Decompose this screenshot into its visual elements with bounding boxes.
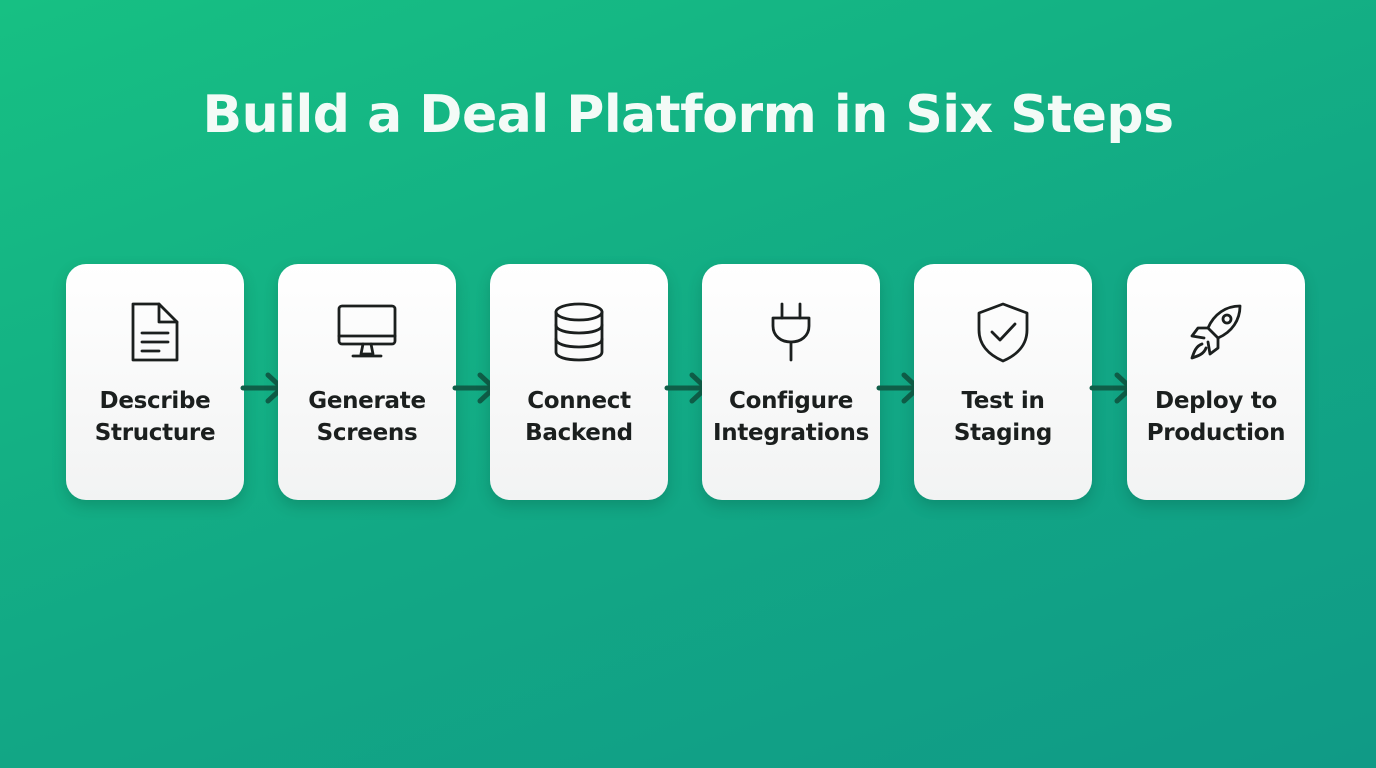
step-label-line2: Structure [94, 420, 216, 446]
step-label-line2: Staging [953, 420, 1053, 446]
step-card-describe-structure: Describe Structure [66, 264, 244, 500]
step-card-generate-screens: Generate Screens [278, 264, 456, 500]
page-title: Build a Deal Platform in Six Steps [202, 85, 1174, 145]
step-label: Describe Structure [66, 385, 244, 449]
database-icon [549, 300, 609, 364]
step-label-line1: Describe [99, 388, 211, 414]
rocket-icon [1186, 300, 1246, 364]
step-label: Test in Staging [914, 385, 1092, 449]
step-label-line2: Backend [525, 420, 633, 446]
step-card-configure-integrations: Configure Integrations [702, 264, 880, 500]
step-card-connect-backend: Connect Backend [490, 264, 668, 500]
step-label-line1: Test in [961, 388, 1045, 414]
step-label: Deploy to Production [1127, 385, 1305, 449]
step-label-line1: Generate [308, 388, 426, 414]
document-icon [125, 300, 185, 364]
step-label-line1: Connect [527, 388, 631, 414]
step-card-test-in-staging: Test in Staging [914, 264, 1092, 500]
step-label: Connect Backend [490, 385, 668, 449]
step-label-line1: Configure [728, 388, 854, 414]
step-card-deploy-to-production: Deploy to Production [1127, 264, 1305, 500]
shield-check-icon [973, 300, 1033, 364]
step-label-line2: Screens [316, 420, 418, 446]
step-label: Generate Screens [278, 385, 456, 449]
step-label-line1: Deploy to [1155, 388, 1277, 414]
plug-icon [761, 300, 821, 364]
step-label: Configure Integrations [702, 385, 880, 449]
monitor-icon [337, 300, 397, 364]
step-label-line2: Production [1146, 420, 1286, 446]
step-label-line2: Integrations [713, 420, 869, 446]
